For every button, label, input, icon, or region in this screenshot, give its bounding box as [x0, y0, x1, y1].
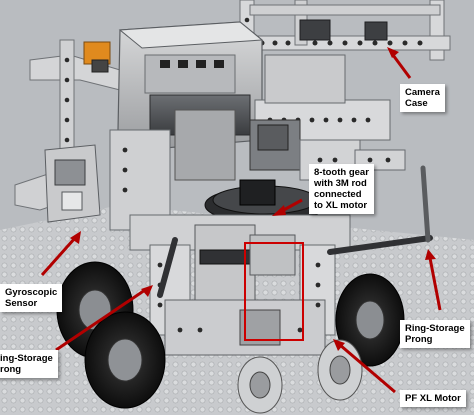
callout-arrows — [40, 47, 442, 394]
gyro-sensor — [44, 144, 101, 223]
gear-label: 8-tooth gear with 3M rod connected to XL… — [309, 164, 374, 214]
motor-arrow — [339, 343, 396, 394]
gear-line-3: connected — [314, 189, 362, 200]
prong-right-line-2: Prong — [405, 334, 433, 345]
prong-right-label: Ring-Storage Prong — [400, 320, 470, 348]
camera-mount-frame — [239, 0, 451, 96]
camera-case-arrow — [391, 54, 412, 79]
prong-left-line-2: rong — [0, 364, 22, 375]
prong-left-line-1: ing-Storage — [0, 353, 53, 364]
motor-line-1: PF XL Motor — [405, 393, 461, 404]
gear-line-2: with 3M rod — [314, 178, 367, 189]
center-tower — [109, 109, 406, 231]
camera-case-line-1: Camera — [405, 87, 440, 98]
prong-left-label: ing-Storage rong — [0, 350, 58, 378]
gyro-line-1: Gyroscopic — [5, 287, 58, 298]
gear-line-1: 8-tooth gear — [314, 167, 369, 178]
camera-case-label: Camera Case — [400, 84, 445, 112]
motor-highlight-box — [244, 242, 304, 341]
prong-left-arrow — [55, 288, 146, 352]
motor-label: PF XL Motor — [400, 390, 466, 407]
gear-line-4: to XL motor — [314, 200, 368, 211]
prong-right-arrow — [428, 257, 442, 311]
prong-right-line-1: Ring-Storage — [405, 323, 465, 334]
gyro-arrow — [40, 237, 77, 276]
gyro-line-2: Sensor — [5, 298, 38, 309]
gyro-label: Gyroscopic Sensor — [0, 284, 63, 312]
camera-case-line-2: Case — [405, 98, 428, 109]
ring-storage-prongs — [157, 165, 433, 298]
